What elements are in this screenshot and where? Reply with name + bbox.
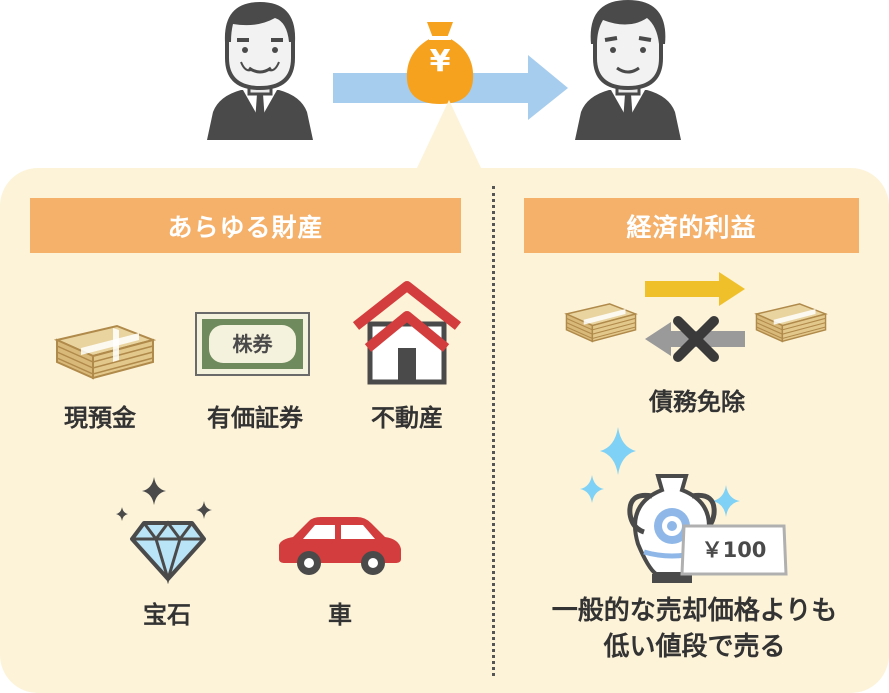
price-tag-icon <box>680 524 788 576</box>
diamond-icon <box>116 477 212 585</box>
cash-stack-icon <box>754 303 828 343</box>
stock-certificate-text: 株券 <box>232 332 273 356</box>
right-section-header: 経済的利益 <box>524 198 859 253</box>
stock-certificate-icon <box>195 312 310 376</box>
cross-mark-icon <box>673 316 719 362</box>
label-below-market-sale-line2: 低い値段で売る <box>603 632 786 662</box>
house-icon <box>352 281 462 385</box>
cash-stack-icon <box>564 303 638 343</box>
forward-arrow-icon <box>645 272 745 306</box>
panel-pointer <box>416 100 482 170</box>
content-panel <box>0 168 889 693</box>
price-tag-text: ￥100 <box>701 538 767 562</box>
money-bag-icon <box>406 22 474 104</box>
label-jewelry: 宝石 <box>143 601 191 629</box>
label-real-estate: 不動産 <box>371 404 443 432</box>
label-below-market-sale-line1: 一般的な売却価格よりも <box>551 596 838 626</box>
label-debt-forgiveness: 債務免除 <box>649 388 745 416</box>
giver-person-icon <box>207 2 313 140</box>
car-icon <box>279 517 401 575</box>
label-car: 車 <box>328 601 352 629</box>
section-divider <box>492 186 495 676</box>
cash-stack-icon <box>53 324 157 380</box>
label-securities: 有価証券 <box>207 404 303 432</box>
sparkle-icon <box>580 427 740 517</box>
label-cash: 現預金 <box>64 404 136 432</box>
left-section-header: あらゆる財産 <box>30 198 461 253</box>
currency-symbol: ¥ <box>429 44 451 79</box>
receiver-person-icon <box>575 0 681 140</box>
